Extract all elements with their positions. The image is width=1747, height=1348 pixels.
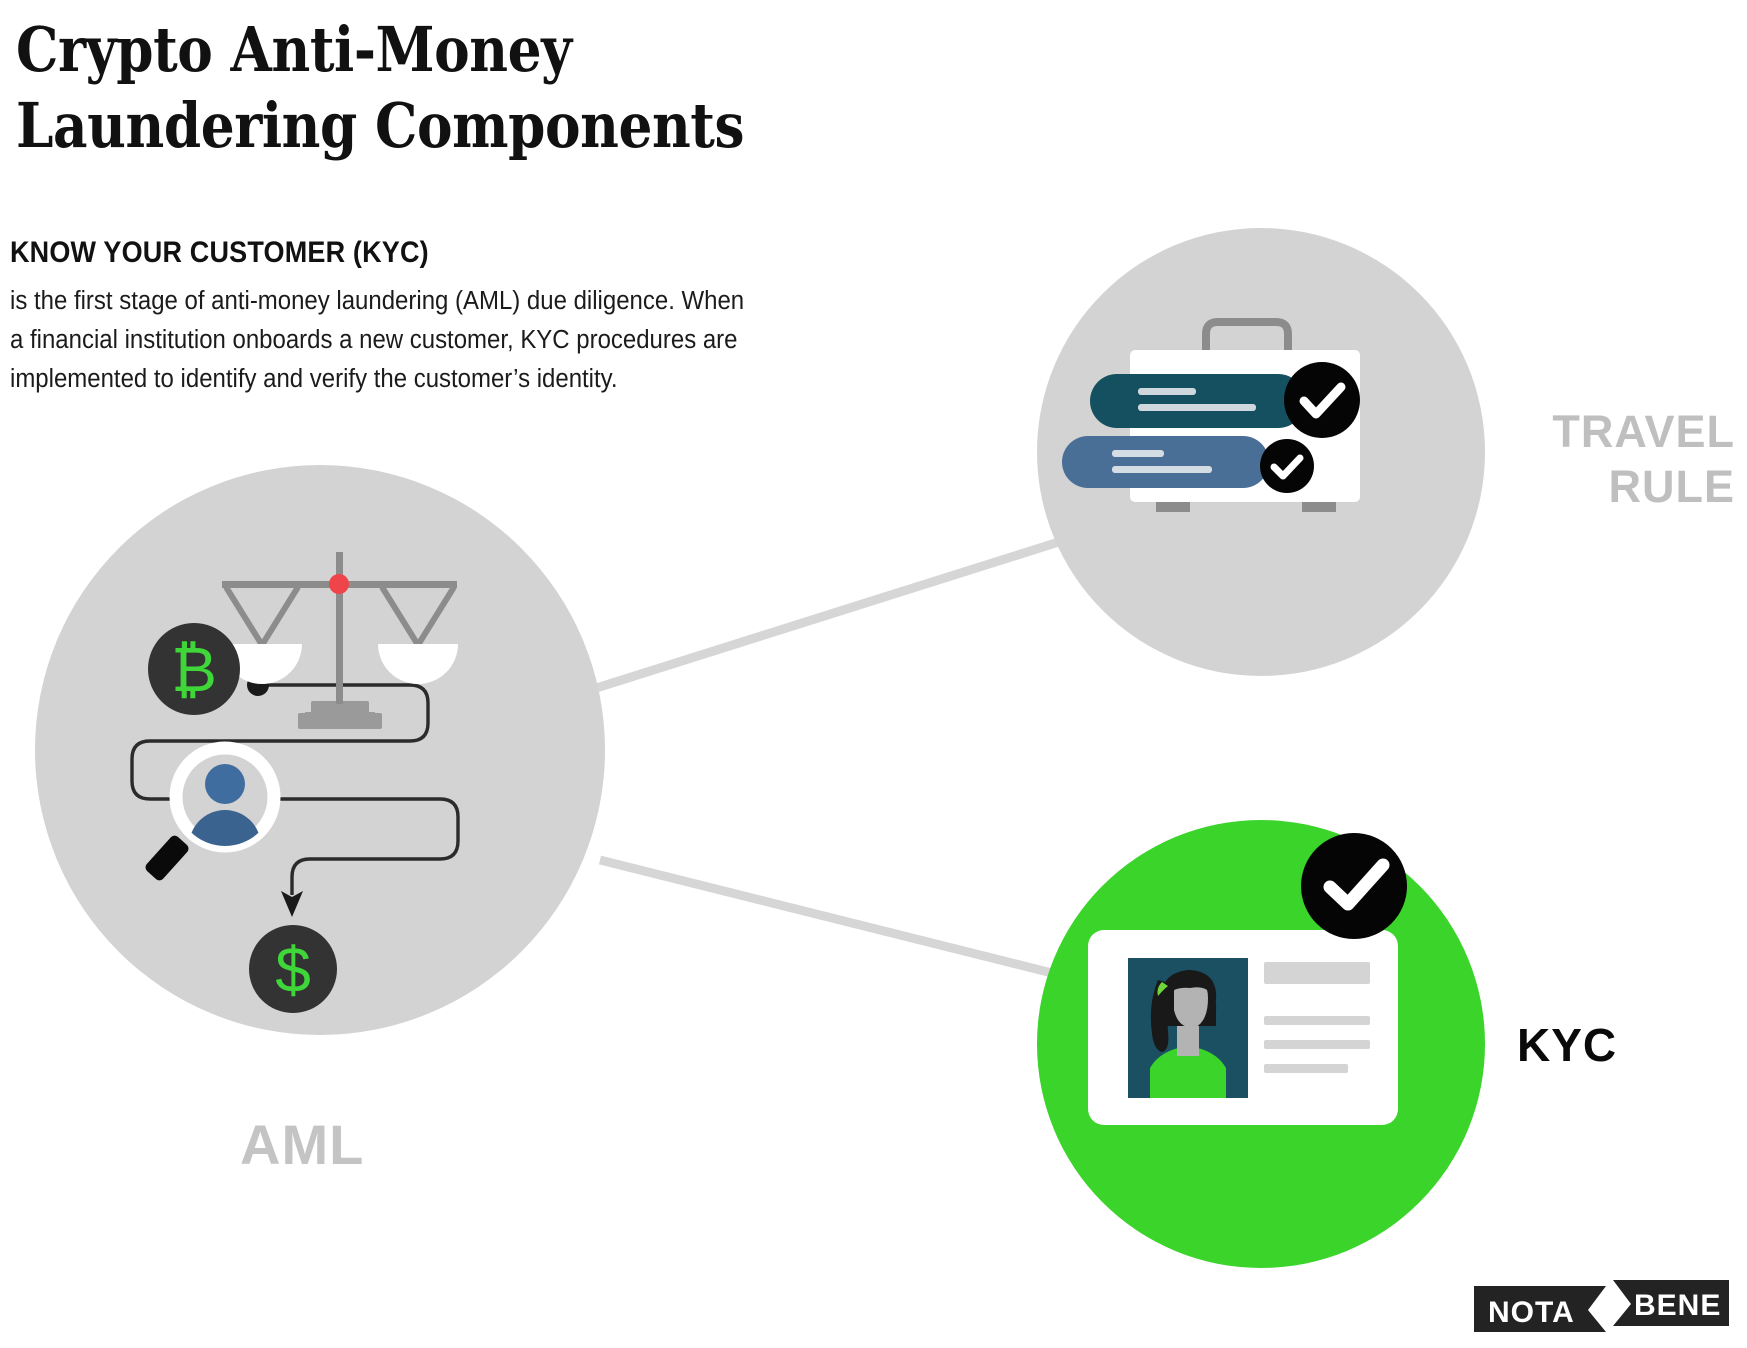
- check-badge-large: [1301, 833, 1407, 939]
- logo-block-bene: [1613, 1280, 1729, 1326]
- portrait-shirt: [1150, 1046, 1226, 1098]
- scale-base-mid: [311, 701, 369, 715]
- scale-left-strings: [223, 585, 301, 647]
- page-title: Crypto Anti-Money Laundering Components: [16, 13, 745, 162]
- briefcase-foot-left: [1156, 502, 1190, 512]
- scale-pivot-dot: [329, 574, 349, 594]
- data-bar-steel-blue-line-1: [1112, 450, 1164, 457]
- kyc-description-section: KNOW YOUR CUSTOMER (KYC) is the first st…: [10, 236, 940, 399]
- portrait-neck: [1177, 1024, 1199, 1056]
- travel-rule-illustration: [1062, 318, 1360, 512]
- briefcase-handle: [1202, 318, 1292, 354]
- dollar-coin[interactable]: [249, 925, 337, 1013]
- briefcase-foot-right: [1302, 502, 1336, 512]
- bitcoin-symbol: ₿: [171, 636, 217, 705]
- data-bar-steel-blue-line-2: [1112, 466, 1212, 473]
- kyc-heading: KNOW YOUR CUSTOMER (KYC): [10, 236, 429, 269]
- connector-aml-to-travel-rule: [588, 535, 1067, 695]
- connector-aml-to-kyc: [598, 855, 1062, 980]
- aml-illustration: ₿ $: [130, 552, 460, 1013]
- scale-column: [336, 552, 343, 704]
- kyc-body-text: is the first stage of anti-money launder…: [10, 287, 745, 393]
- flow-path: [130, 683, 460, 895]
- scale-base-bottom: [298, 713, 382, 729]
- portrait-hair-tie: [1157, 982, 1168, 996]
- portrait-face: [1174, 978, 1208, 1028]
- logo-block-nota: [1474, 1286, 1606, 1332]
- data-bar-dark-teal-line-1: [1138, 388, 1196, 395]
- nota-bene-logo[interactable]: NOTA BENE: [1474, 1280, 1729, 1338]
- kyc-label: KYC: [1517, 1019, 1618, 1071]
- data-bar-dark-teal-line-2: [1138, 404, 1256, 411]
- id-card-line-3: [1264, 1064, 1348, 1073]
- portrait-fringe: [1161, 970, 1217, 1000]
- person-portrait: [1128, 958, 1248, 1098]
- travel-rule-label: TRAVEL RULE: [1552, 406, 1735, 512]
- data-bar-dark-teal: [1090, 374, 1305, 428]
- kyc-illustration: [1088, 833, 1407, 1125]
- check-badge-small: [1260, 439, 1314, 493]
- flow-arrow-head: [281, 891, 303, 917]
- id-card-line-heading: [1264, 962, 1370, 984]
- scale-left-pan: [222, 644, 302, 684]
- data-bar-steel-blue: [1062, 436, 1269, 488]
- dollar-symbol: $: [275, 934, 311, 1006]
- id-card-line-2: [1264, 1040, 1370, 1049]
- logo-word-nota: NOTA: [1488, 1296, 1575, 1329]
- aml-label: AML: [240, 1113, 365, 1176]
- check-badge: [1284, 362, 1360, 438]
- scale-right-strings: [379, 585, 457, 647]
- logo-word-bene: BENE: [1634, 1289, 1721, 1322]
- scale-right-pan: [378, 644, 458, 684]
- person-head: [205, 764, 245, 804]
- id-card-line-1: [1264, 1016, 1370, 1025]
- bitcoin-coin[interactable]: [148, 623, 240, 715]
- magnifier-handle: [145, 835, 189, 881]
